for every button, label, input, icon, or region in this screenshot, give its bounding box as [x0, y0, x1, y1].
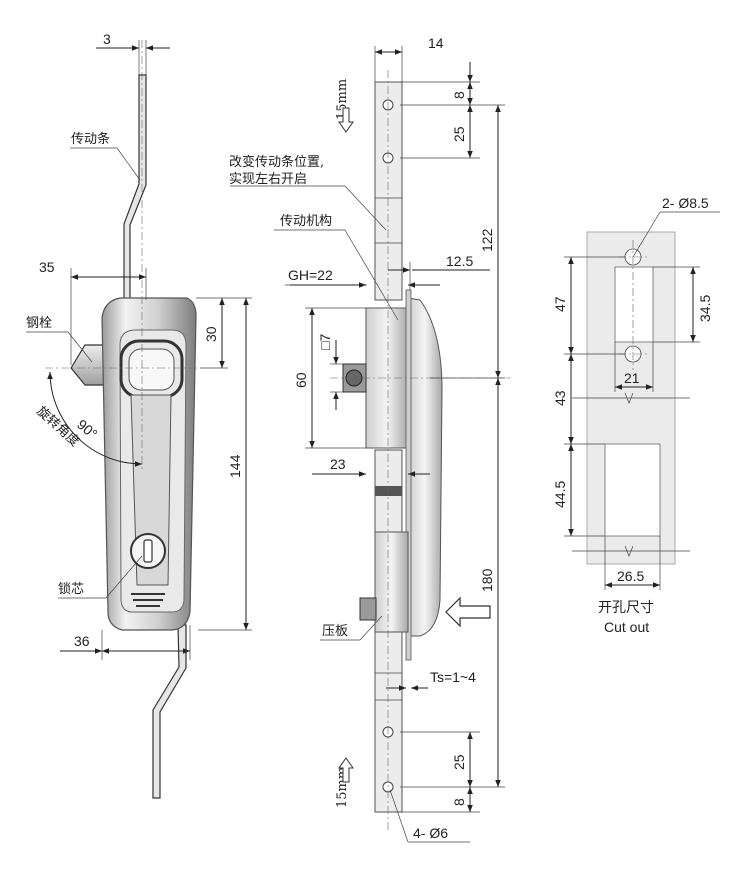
grip-ring-inner — [128, 348, 175, 391]
label-change-position-1: 改变传动条位置, — [229, 154, 324, 170]
drive-strip-upper — [374, 81, 403, 301]
label-drive-bar: 传动条 — [71, 131, 110, 147]
dim-bar-width: 14 — [428, 35, 444, 51]
dim-lower-height: 44.5 — [552, 481, 568, 508]
dim-depth: 23 — [330, 456, 346, 472]
dim-hole-pitch-top: 25 — [451, 126, 467, 142]
label-steel-bolt: 钢栓 — [26, 316, 52, 331]
dim-width: 36 — [74, 633, 90, 649]
cutout-title-cn: 开孔尺寸 — [598, 600, 654, 616]
travel-arrow-down-icon — [338, 107, 354, 133]
dim-hole-pitch-bottom: 25 — [451, 754, 467, 770]
dim-offset: 12.5 — [446, 253, 473, 269]
dim-body-height: 60 — [293, 372, 309, 388]
pressure-plate-block — [374, 531, 409, 633]
handle-vents — [131, 593, 165, 607]
rotation-arc — [47, 371, 143, 467]
dim-window-height: 34.5 — [697, 295, 713, 322]
dim-hole-edge-top: 8 — [451, 91, 467, 99]
label-ts: Ts=1~4 — [430, 669, 476, 685]
label-drive-mechanism: 传动机构 — [280, 214, 332, 229]
dim-lower-width: 26.5 — [617, 568, 644, 584]
handle-profile — [407, 297, 443, 637]
strip-rib — [375, 486, 402, 496]
cutout-view: 2- Ø8.5 47 34.5 21 43 44.5 26.5 开孔尺寸 Cut… — [552, 195, 720, 635]
push-arrow-icon — [445, 596, 491, 628]
dim-middle-span: 43 — [552, 390, 568, 406]
dim-height: 144 — [227, 454, 243, 478]
dim-lower-length: 180 — [479, 568, 495, 592]
dim-bar-thickness: 3 — [103, 31, 111, 47]
dim-gh: GH=22 — [288, 267, 333, 283]
drive-bar-top — [123, 74, 147, 301]
dim-square: □7 — [317, 334, 333, 350]
travel-arrow-up-icon — [338, 757, 354, 783]
left-view: 3 传动条 35 钢栓 30 90° 旋转角度 144 锁芯 — [26, 31, 252, 799]
label-lock-core: 锁芯 — [58, 581, 84, 597]
label-cutout-holes: 2- Ø8.5 — [662, 195, 709, 211]
dim-upper-length: 122 — [479, 228, 495, 252]
label-pressure-plate: 压板 — [322, 624, 348, 639]
dim-upper-span: 47 — [552, 296, 568, 312]
cutout-title-en: Cut out — [604, 619, 649, 635]
drive-bar-bottom — [152, 624, 187, 799]
label-change-position-2: 实现左右开启 — [229, 172, 307, 187]
dim-window-width: 21 — [624, 370, 640, 386]
dim-hole-edge-bottom: 8 — [451, 798, 467, 806]
dim-bolt-reach: 35 — [39, 259, 55, 275]
cutout-window-upper — [614, 266, 654, 343]
middle-view: 14 15mm 8 25 122 改变传动条位置, 实现左右开启 传动机构 GH… — [229, 35, 510, 843]
dim-top-offset: 30 — [203, 326, 219, 342]
lock-keyhole — [143, 539, 153, 563]
label-holes: 4- Ø6 — [413, 825, 448, 841]
pressure-screw — [359, 597, 377, 621]
cutout-window-lower — [604, 443, 661, 537]
